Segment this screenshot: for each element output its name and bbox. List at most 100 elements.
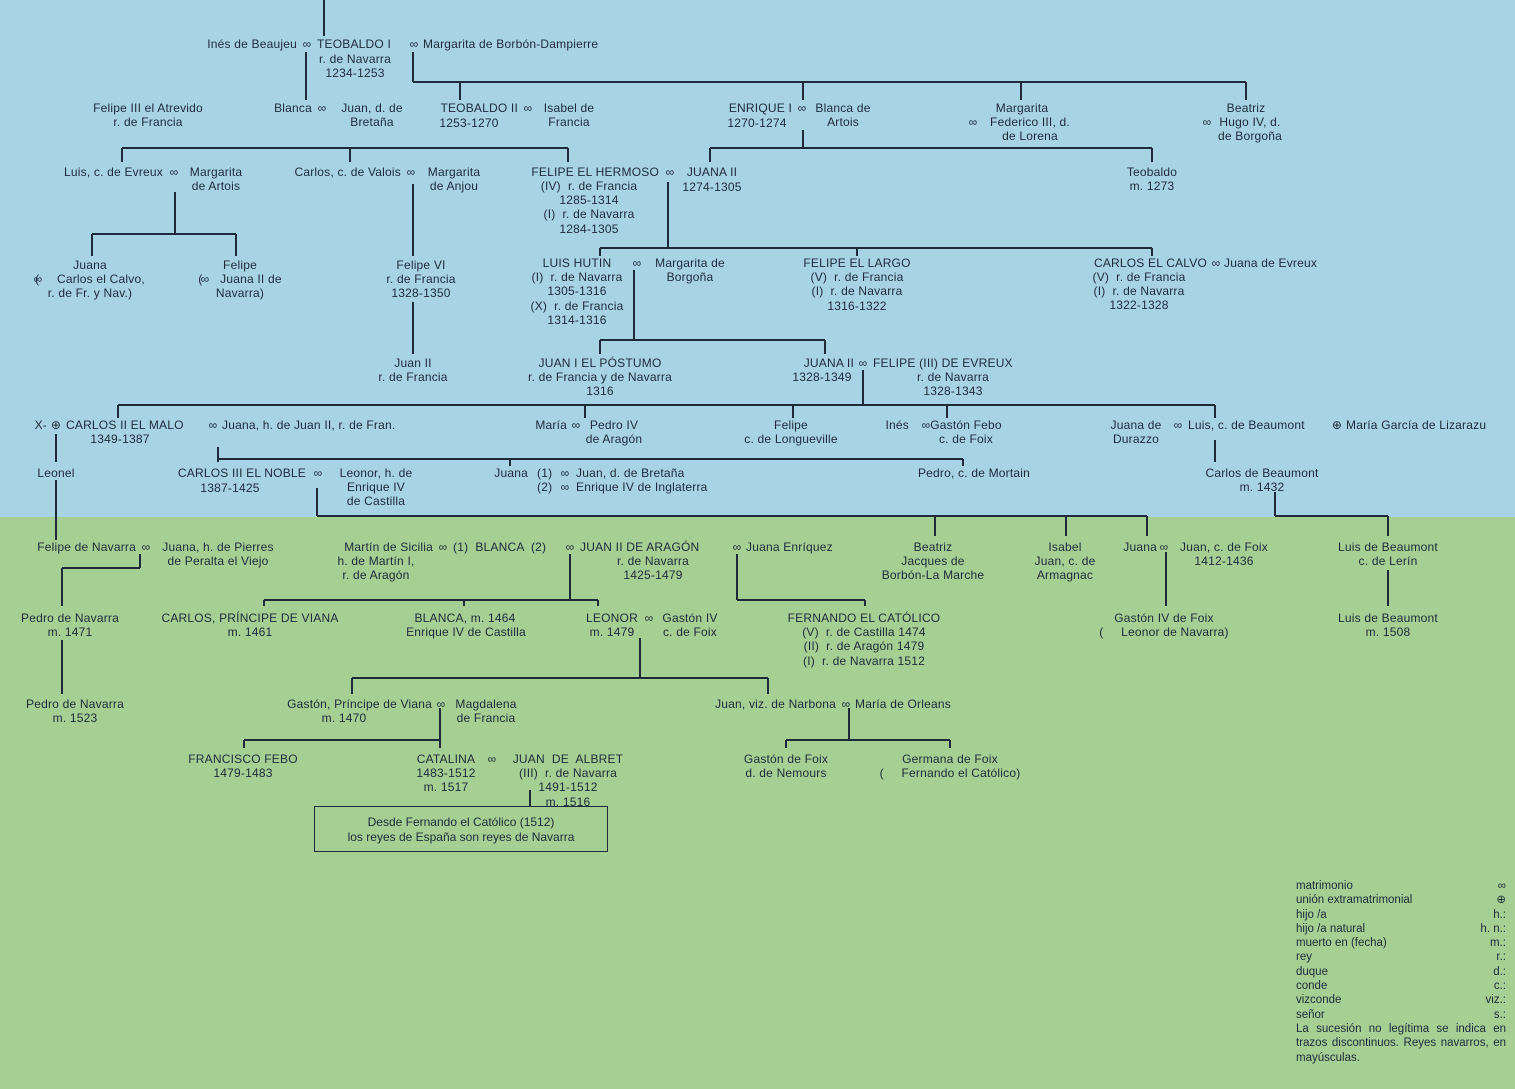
node-pedro-navarra-1523: Pedro de Navarra m. 1523 (26, 697, 124, 726)
node-margarita-borgona: Margarita de Borgoña (655, 256, 725, 285)
node-felipe-hermoso-reign: (IV) r. de Francia 1285-1314 (I) r. de N… (540, 179, 638, 236)
marriage-symbol: ∞ (560, 466, 570, 480)
node-leonel: Leonel (37, 466, 75, 480)
node-teobaldo: Teobaldo m. 1273 (1126, 165, 1178, 194)
node-enrique-i: ENRIQUE I (728, 101, 792, 115)
node-felipe-iii-evreux-reign: r. de Navarra 1328-1343 (917, 370, 989, 399)
node-isabel-francia: Isabel de Francia (543, 101, 595, 130)
node-juana-ii-dates: 1274-1305 (682, 180, 742, 194)
node-carlos-iii: CARLOS III EL NOBLE (177, 466, 306, 480)
node-leonor-navarra: ( Leonor de Navarra) (1099, 625, 1229, 639)
node-felipe-iii: Felipe III el Atrevido r. de Francia (93, 101, 203, 130)
legend-rows: matrimonio∞unión extramatrimonial⊕hijo /… (1296, 879, 1506, 1022)
legend-label: hijo /a natural (1296, 922, 1366, 935)
node-germana-foix: Germana de Foix ( Fernando el Católico) (879, 752, 1021, 781)
marriage-symbol: ∞ (632, 256, 642, 270)
marriage-symbol: ∞ (169, 165, 179, 179)
legend-row: muerto en (fecha) m.: (1296, 936, 1506, 950)
marriage-symbol: ∞ (487, 752, 497, 766)
node-pedro-navarra-1471: Pedro de Navarra m. 1471 (21, 611, 119, 640)
marriage-symbol: ∞ (665, 165, 675, 179)
legend-label: señor (1296, 1008, 1325, 1021)
node-illegitimate-mark: X- (34, 418, 47, 432)
node-margarita-borbon: Margarita de Borbón-Dampierre (423, 37, 599, 51)
node-felipe-longueville: Felipe c. de Longueville (744, 418, 838, 447)
legend-row: duque d.: (1296, 965, 1506, 979)
legend-label: muerto en (fecha) (1296, 937, 1387, 950)
node-maria-garcia-lizarazu: María García de Lizarazu (1346, 418, 1487, 432)
illegitimate-union-symbol: ⊕ (1331, 418, 1343, 432)
legend-abbr: h.: (1493, 908, 1506, 921)
node-juana-peralta: Juana, h. de Pierres de Peralta el Viejo (162, 540, 274, 569)
node-teobaldo-i: TEOBALDO I (317, 37, 392, 51)
node-carlos-principe-viana: CARLOS, PRÍNCIPE DE VIANA m. 1461 (161, 611, 339, 640)
legend-abbr: d.: (1493, 965, 1506, 978)
node-felipe-largo: FELIPE EL LARGO (V) r. de Francia (I) r.… (803, 256, 911, 313)
legend-abbr: c.: (1493, 980, 1506, 993)
marriage-symbol: ∞ (141, 540, 151, 554)
node-juana-marriage-1: (1) (537, 466, 553, 480)
node-felipe-iii-evreux: FELIPE (III) DE EVREUX (873, 356, 1013, 370)
legend-label: rey (1296, 951, 1312, 964)
node-blanca: Blanca (274, 101, 312, 115)
node-juana-juan-ii: Juana, h. de Juan II, r. de Fran. (222, 418, 396, 432)
node-pedro-mortain: Pedro, c. de Mortain (917, 466, 1031, 480)
node-blanca-artois: Blanca de Artois (815, 101, 871, 130)
marriage-symbol: ∞ (1211, 256, 1221, 270)
node-blanca-1464: BLANCA, m. 1464 (414, 611, 516, 625)
node-beatriz: Beatriz (1226, 101, 1266, 115)
node-maria-orleans: María de Orleans (855, 697, 951, 711)
legend-abbr: viz.: (1485, 994, 1506, 1007)
node-hugo-borgona: Hugo IV, d. de Borgoña (1217, 115, 1283, 144)
node-juan-narbona: Juan, viz. de Narbona (715, 697, 836, 711)
marriage-symbol: ∞ (968, 115, 978, 129)
node-juana-carlos-ii-child: Juana (494, 466, 528, 480)
node-teobaldo-ii-dates: 1253-1270 (439, 116, 499, 130)
marriage-symbol: ∞ (438, 540, 448, 554)
legend-label: matrimonio (1296, 880, 1353, 892)
node-juan-ii-aragon-reign: r. de Navarra 1425-1479 (617, 554, 689, 583)
node-luis-beaumont: Luis, c. de Beaumont (1188, 418, 1305, 432)
marriage-symbol: ∞ (858, 356, 868, 370)
node-enrique-iv-castilla: Enrique IV de Castilla (406, 625, 526, 639)
node-gaston-foix-nemours: Gastón de Foix d. de Nemours (743, 752, 829, 781)
node-carlos-calvo: CARLOS EL CALVO (1093, 256, 1207, 270)
node-juana-marriage-2: (2) (537, 480, 553, 494)
node-fernando-catolico: FERNANDO EL CATÓLICO (V) r. de Castilla … (787, 611, 941, 668)
node-juan-foix: Juan, c. de Foix 1412-1436 (1180, 540, 1268, 569)
node-juana-enriquez: Juana Enríquez (746, 540, 833, 554)
legend-abbr: ∞ (1497, 880, 1506, 892)
marriage-symbol: ∞ (1202, 115, 1212, 129)
node-magdalena-francia: Magdalena de Francia (455, 697, 517, 726)
node-carlos-ii-dates: 1349-1387 (90, 432, 150, 446)
legend-abbr: m.: (1490, 937, 1506, 950)
marriage-symbol: ∞ (644, 611, 654, 625)
node-juan-i-postumo: JUAN I EL PÓSTUMO r. de Francia y de Nav… (528, 356, 672, 399)
node-gaston-febo: Gastón Febo c. de Foix (930, 418, 1002, 447)
node-juana-evreux-child: Juana ( Carlos el Calvo, r. de Fr. y Nav… (35, 258, 145, 301)
node-felipe-evreux-child: Felipe ( Juana II de Navarra) (198, 258, 282, 301)
marriage-symbol: ∞ (33, 272, 43, 286)
marriage-symbol: ∞ (302, 37, 312, 51)
node-teobaldo-ii: TEOBALDO II (440, 101, 518, 115)
legend-note: La sucesión no legítima se indica en tra… (1296, 1022, 1506, 1064)
node-luis-hutin: LUIS HUTIN (I) r. de Navarra 1305-1316 (… (530, 256, 624, 327)
marriage-symbol: ∞ (571, 418, 581, 432)
node-carlos-beaumont: Carlos de Beaumont m. 1432 (1205, 466, 1319, 495)
marriage-symbol: ∞ (841, 697, 851, 711)
node-federico-lorena: Federico III, d. de Lorena (990, 115, 1070, 144)
marriage-symbol: ∞ (732, 540, 742, 554)
legend-label: hijo /a (1296, 908, 1327, 921)
node-leonor: LEONOR m. 1479 (586, 611, 638, 640)
note-box: Desde Fernando el Católico (1512) los re… (314, 806, 608, 852)
legend-label: duque (1296, 965, 1328, 978)
node-juana-evreux: Juana de Evreux (1224, 256, 1318, 270)
marriage-symbol: ∞ (436, 697, 446, 711)
legend-row: unión extramatrimonial⊕ (1296, 893, 1506, 907)
node-juana-ii-navarra: JUANA II (803, 356, 854, 370)
node-martin-sicilia-detail: h. de Martín I, r. de Aragón (337, 554, 415, 583)
node-juan-bretana-2: Juan, d. de Bretaña (576, 466, 685, 480)
